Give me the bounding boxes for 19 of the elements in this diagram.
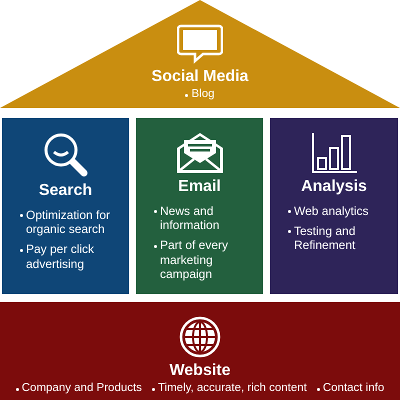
category-panel — [2, 118, 129, 294]
category-panel — [270, 118, 398, 294]
bullet-text: Optimization for organic search — [26, 208, 112, 236]
panel-heading: Analysis — [301, 178, 367, 196]
bullet-text: Web analytics — [294, 204, 368, 218]
bullet-text: Pay per click advertising — [26, 242, 96, 272]
panel-heading: Social Media — [152, 68, 248, 86]
category-panel — [0, 302, 400, 400]
bullet-text: Timely, accurate, rich content — [158, 382, 307, 396]
bullet-text: Contact info — [322, 382, 384, 396]
bullet-text: Part of every marketing campaign — [160, 238, 230, 282]
category-panel — [136, 118, 263, 294]
panel-heading: Search — [38, 182, 92, 200]
bullet-text: Blog — [191, 88, 215, 102]
bullet-text: News and information — [160, 204, 220, 232]
bullet-text: Company and Products — [22, 382, 142, 396]
bullet-text: Testing and Refinement — [294, 224, 356, 253]
panel-heading: Email — [178, 178, 221, 196]
panel-heading: Website — [169, 362, 231, 380]
